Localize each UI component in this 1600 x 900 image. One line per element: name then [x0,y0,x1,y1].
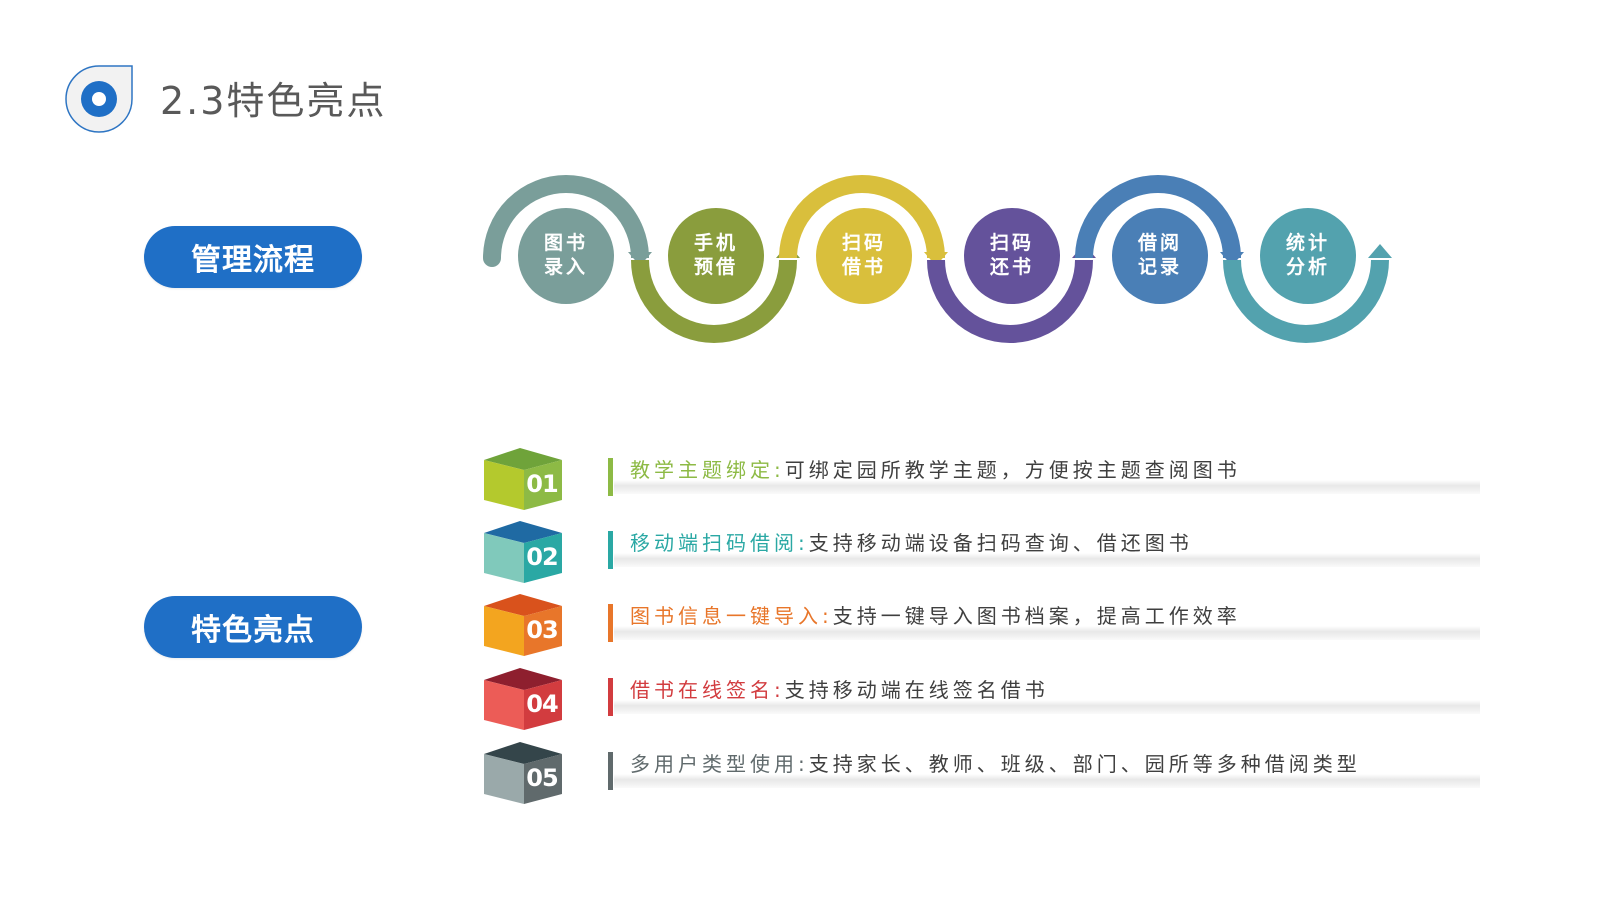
management-flow-label: 管理流程 [144,226,362,288]
target-drop-icon [65,65,133,133]
step-label-1: 图书 录入 [543,232,588,278]
feature-desc: 支持家长、教师、班级、部门、园所等多种借阅类型 [808,752,1361,776]
cube-icon [484,742,562,804]
accent-bar [608,752,613,790]
feature-desc: 可绑定园所教学主题，方便按主题查阅图书 [784,458,1241,482]
process-flow-diagram: 图书 录入 手机 预借 扫码 借书 扫码 还书 借阅 记录 统计 分析 [470,160,1410,360]
cube-icon [484,521,562,583]
step-label-6: 统计 分析 [1285,232,1330,278]
cube-icon [484,668,562,730]
feature-number: 02 [526,543,558,571]
feature-item-2: 02 移动端扫码借阅:支持移动端设备扫码查询、借还图书 [480,521,1490,585]
feature-desc: 支持一键导入图书档案，提高工作效率 [832,604,1241,628]
cube-icon [484,594,562,656]
wave-arrows [483,175,1392,343]
cube-icon [484,448,562,510]
feature-desc: 支持移动端在线签名借书 [784,678,1049,702]
feature-title: 多用户类型使用 [630,752,798,776]
step-circle-5 [1112,208,1208,304]
step-label-3: 扫码 借书 [841,232,886,278]
step-circle-4 [964,208,1060,304]
shadow-bar [614,553,1480,567]
feature-desc: 支持移动端设备扫码查询、借还图书 [808,531,1193,555]
step-label-2: 手机 预借 [693,232,738,278]
feature-text: 借书在线签名:支持移动端在线签名借书 [630,678,1049,702]
feature-item-1: 01 教学主题绑定:可绑定园所教学主题，方便按主题查阅图书 [480,448,1490,512]
feature-number: 01 [526,470,558,498]
feature-title: 图书信息一键导入 [630,604,822,628]
shadow-bar [614,774,1480,788]
step-label-5: 借阅 记录 [1137,232,1182,278]
feature-text: 移动端扫码借阅:支持移动端设备扫码查询、借还图书 [630,531,1193,555]
step-circle-6 [1260,208,1356,304]
features-label: 特色亮点 [144,596,362,658]
step-circle-2 [668,208,764,304]
step-circle-3 [816,208,912,304]
feature-number: 04 [526,690,558,718]
feature-title: 移动端扫码借阅 [630,531,798,555]
accent-bar [608,531,613,569]
feature-text: 图书信息一键导入:支持一键导入图书档案，提高工作效率 [630,604,1241,628]
feature-title: 教学主题绑定 [630,458,774,482]
step-label-4: 扫码 还书 [989,232,1034,278]
accent-bar [608,678,613,716]
feature-item-3: 03 图书信息一键导入:支持一键导入图书档案，提高工作效率 [480,594,1490,658]
accent-bar [608,458,613,496]
feature-title: 借书在线签名 [630,678,774,702]
accent-bar [608,604,613,642]
shadow-bar [614,480,1480,494]
step-circle-1 [518,208,614,304]
feature-item-5: 05 多用户类型使用:支持家长、教师、班级、部门、园所等多种借阅类型 [480,742,1490,806]
feature-number: 05 [526,764,558,792]
shadow-bar [614,626,1480,640]
shadow-bar [614,700,1480,714]
feature-number: 03 [526,616,558,644]
feature-item-4: 04 借书在线签名:支持移动端在线签名借书 [480,668,1490,732]
feature-text: 多用户类型使用:支持家长、教师、班级、部门、园所等多种借阅类型 [630,752,1361,776]
page-title: 2.3特色亮点 [160,79,387,123]
feature-text: 教学主题绑定:可绑定园所教学主题，方便按主题查阅图书 [630,458,1241,482]
